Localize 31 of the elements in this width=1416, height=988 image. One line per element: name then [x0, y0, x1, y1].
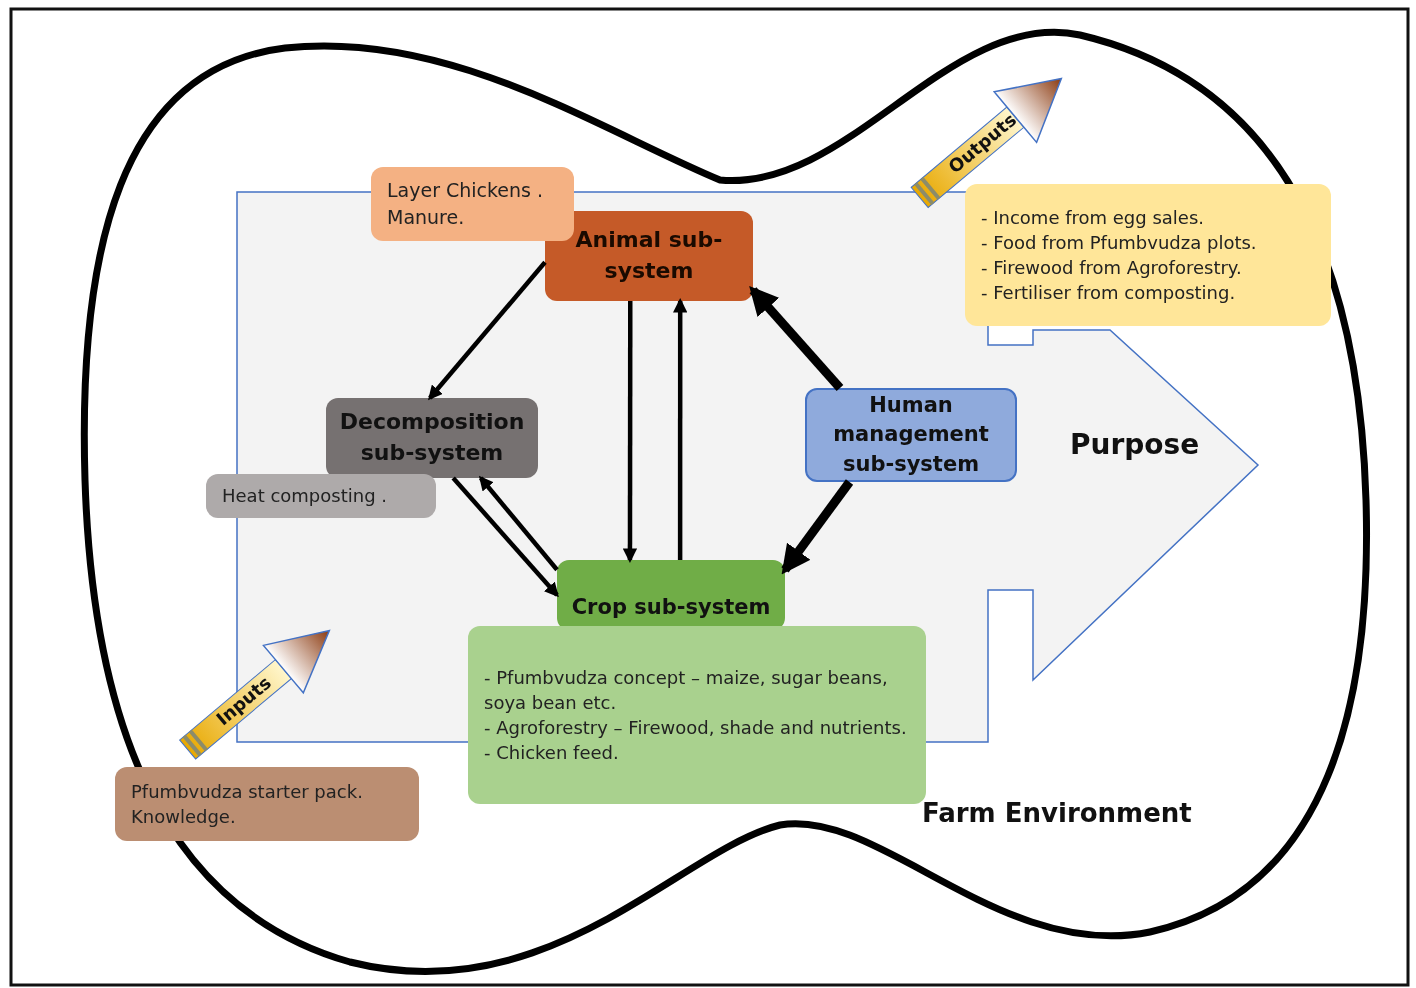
list-item: - Pfumbvudza concept – maize, sugar beans, soya bean etc. — [484, 665, 889, 715]
box-label: Decomposition sub-system — [338, 408, 526, 467]
box-label: Pfumbvudza starter pack. Knowledge. — [131, 779, 364, 829]
box-label: Layer Chickens . Manure. — [387, 178, 545, 230]
arrow — [781, 479, 854, 575]
box-label: Heat composting . — [222, 484, 387, 509]
list-item: - Income from egg sales. — [981, 205, 1204, 230]
subsystem-box — [545, 211, 753, 301]
arrow-label: Purpose — [1070, 428, 1200, 461]
arrow — [428, 260, 547, 401]
note-box — [371, 167, 574, 241]
note-box — [468, 626, 926, 804]
note-box — [206, 474, 436, 518]
subsystem-box — [326, 398, 538, 478]
list-item: - Agroforestry – Firewood, shade and nutrients. — [484, 716, 907, 740]
list-item: - Food from Pfumbvudza plots. — [981, 230, 1257, 255]
list-item: - Firewood from Agroforestry. — [981, 256, 1242, 280]
region-label: Farm Environment — [922, 798, 1192, 828]
arrow — [478, 475, 559, 572]
list-item: - Chicken feed. — [484, 741, 619, 766]
list-item: - Fertiliser from composting. — [981, 281, 1236, 306]
arrow — [673, 298, 688, 560]
box-label: Animal sub-system — [574, 226, 724, 285]
arrow — [451, 476, 559, 598]
box-label: Crop sub-system — [571, 593, 771, 621]
note-box — [965, 184, 1331, 326]
arrow — [622, 301, 638, 563]
note-box — [115, 767, 419, 841]
arrow — [749, 285, 844, 391]
subsystem-box — [805, 388, 1017, 482]
box-label: Human management sub-system — [832, 391, 990, 478]
